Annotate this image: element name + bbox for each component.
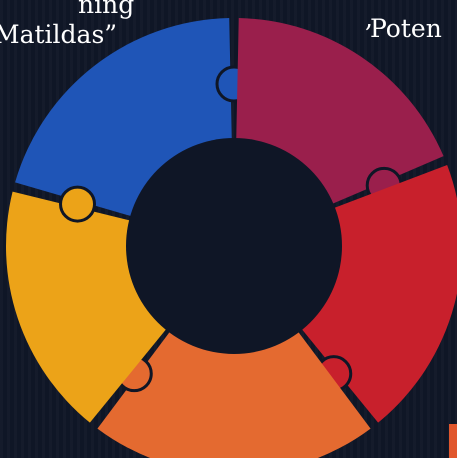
top-left-text-line1: ning [78,0,135,19]
blue-segment [15,18,232,220]
yellow-segment-knob [59,185,97,223]
orange-segment [97,322,371,458]
top-right-text-line2: Poten [370,14,442,43]
top-right-text-line1: , [365,4,373,33]
center-hole [126,138,342,354]
top-left-text-line2: Matildas” [0,20,118,49]
corner-orange-tab [449,424,457,458]
